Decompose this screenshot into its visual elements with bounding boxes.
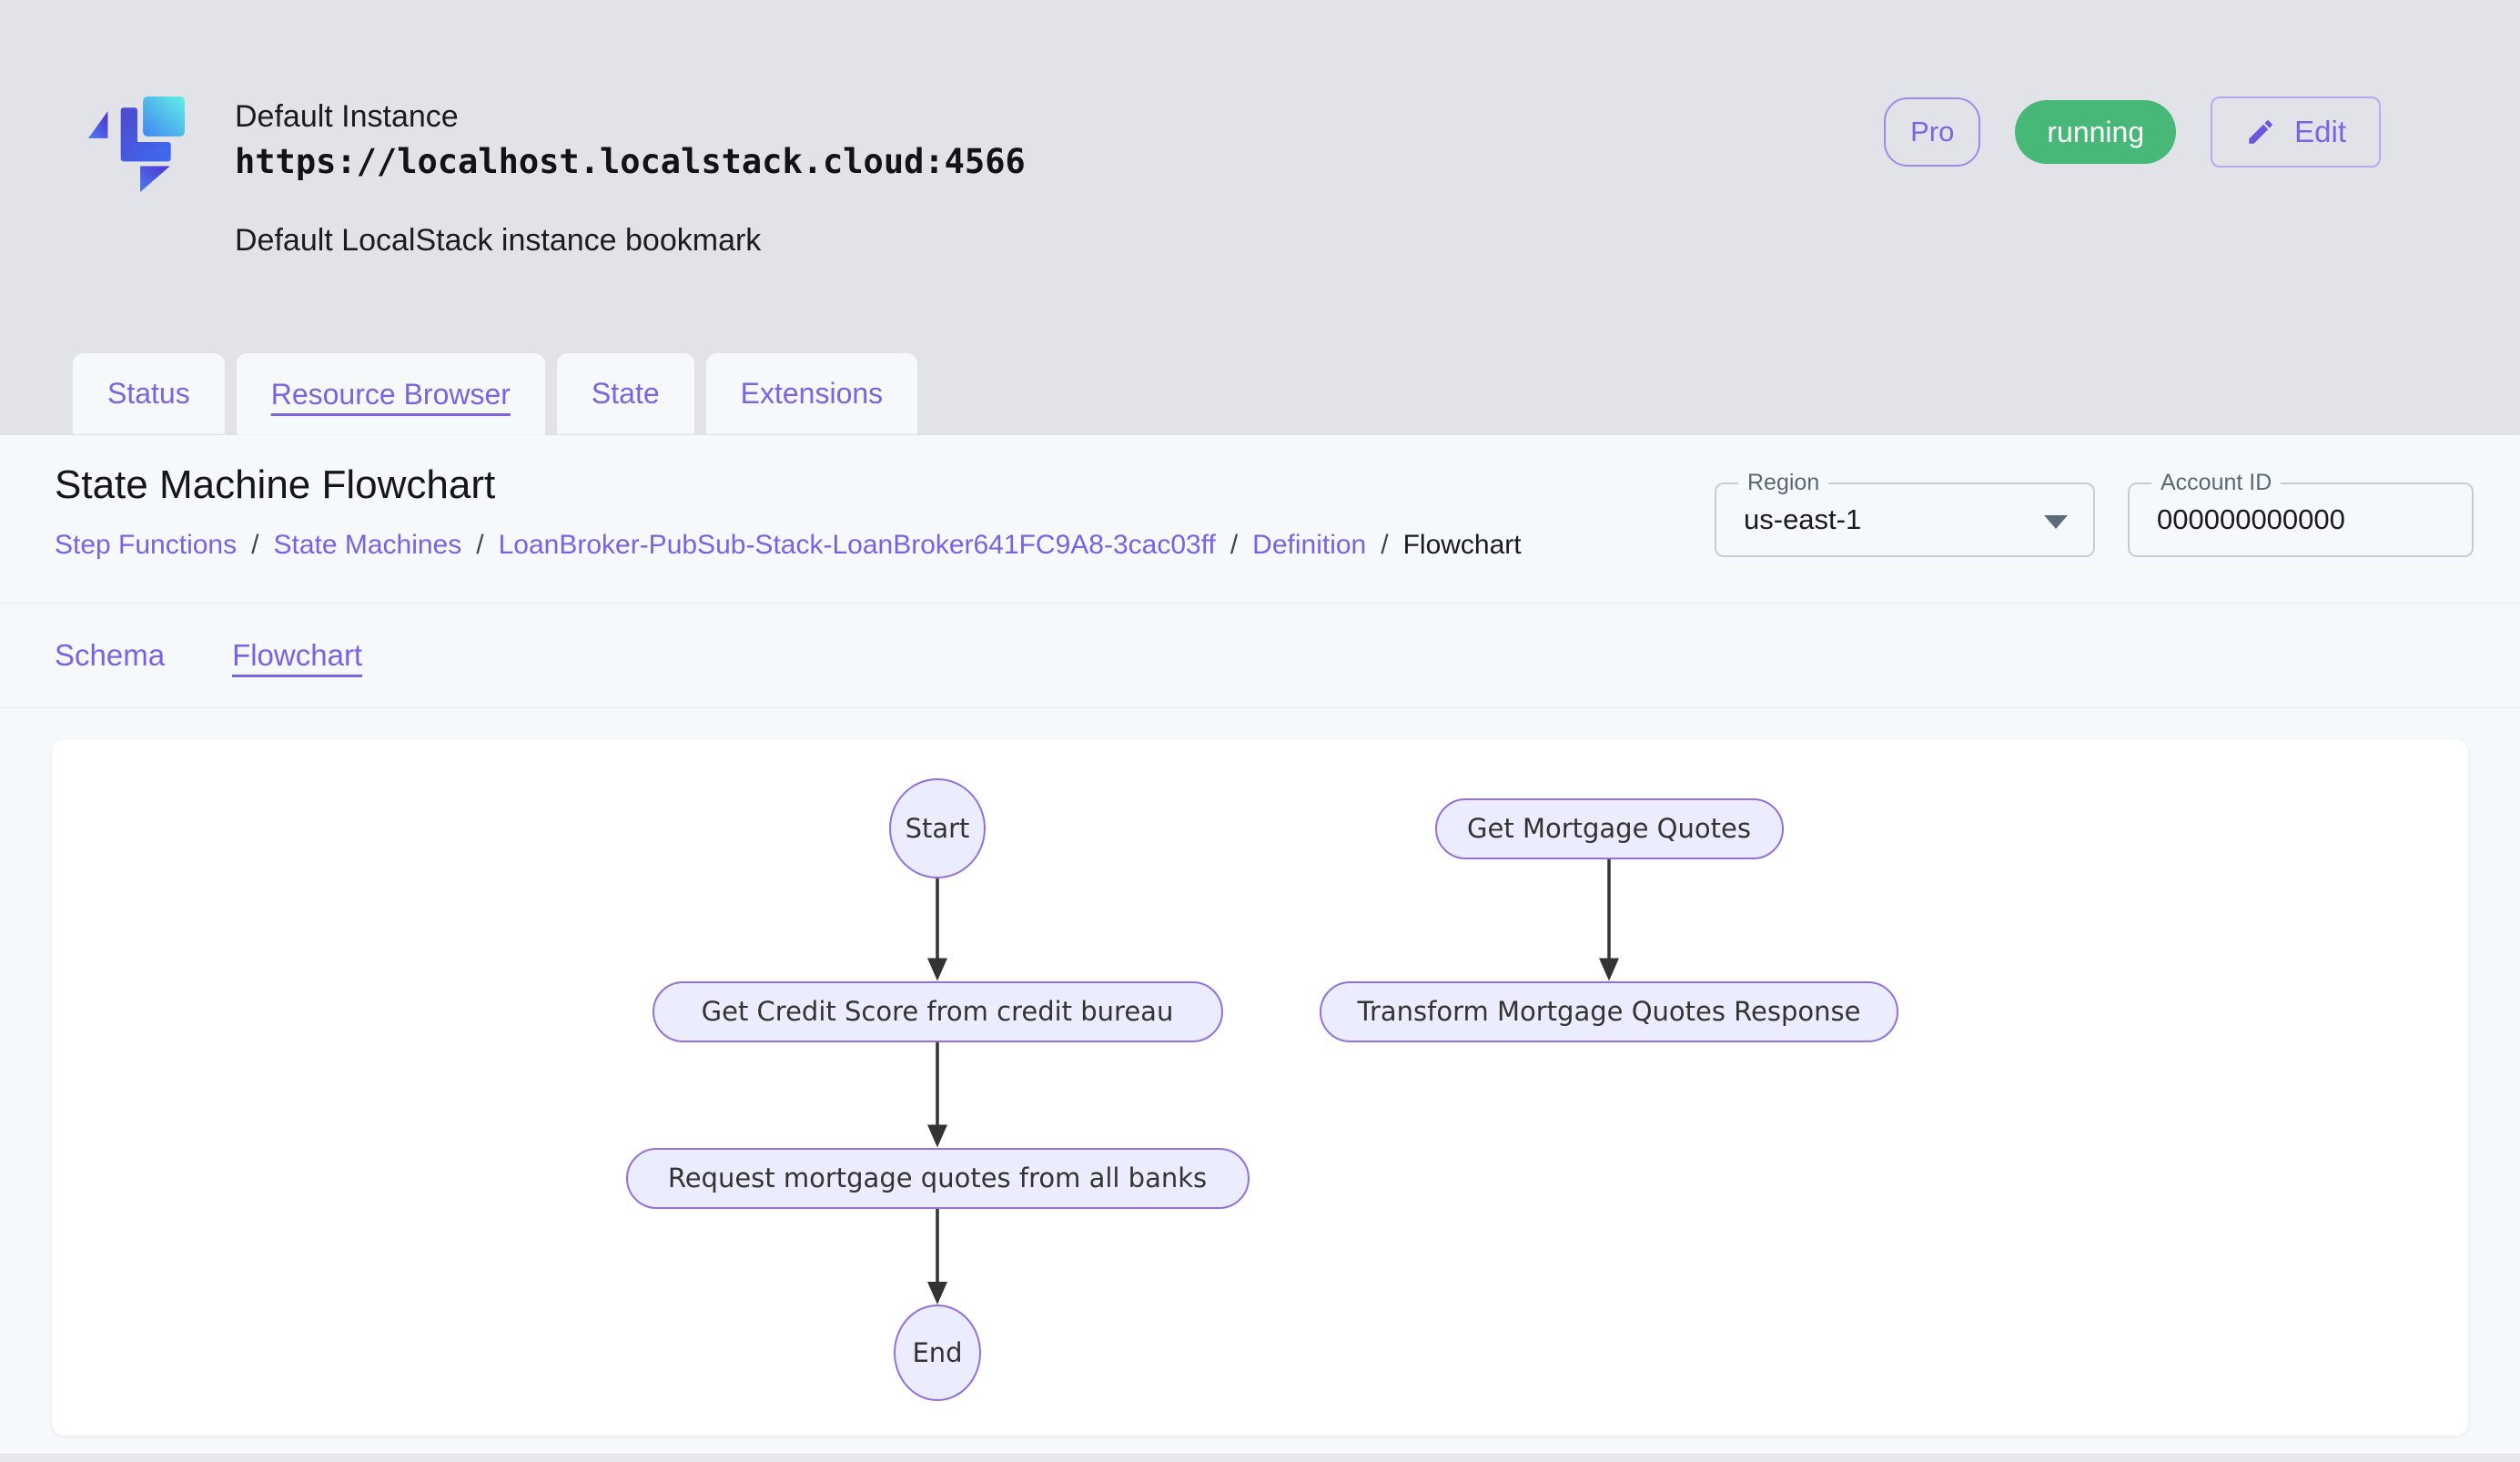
tabs: Status Resource Browser State Extensions — [73, 353, 918, 435]
edit-button-label: Edit — [2294, 115, 2346, 148]
breadcrumb-separator: / — [1230, 530, 1239, 560]
instance-url: https://localhost.localstack.cloud:4566 — [235, 142, 1026, 181]
tab-label: State — [591, 377, 660, 410]
tab-label: Status — [107, 377, 190, 410]
tab-extensions[interactable]: Extensions — [705, 353, 918, 435]
resource-browser-panel: State Machine Flowchart Step Functions/S… — [0, 435, 2520, 1462]
header-actions: Pro running Edit — [1884, 96, 2381, 168]
subtab-flowchart[interactable]: Flowchart — [232, 638, 363, 672]
breadcrumb-item-state-machines[interactable]: State Machines — [273, 530, 462, 560]
breadcrumb-item-flowchart: Flowchart — [1402, 530, 1522, 560]
status-badge: running — [2015, 100, 2177, 164]
breadcrumb-item-definition[interactable]: Definition — [1252, 530, 1367, 560]
flowchart-node-end: End — [894, 1305, 981, 1401]
flowchart-arrowhead-icon — [927, 1282, 947, 1305]
tab-resource-browser[interactable]: Resource Browser — [236, 353, 545, 435]
tab-state[interactable]: State — [556, 353, 694, 435]
localstack-logo — [88, 96, 185, 192]
flowchart-node-label: Start — [905, 813, 970, 844]
instance-name: Default Instance — [235, 99, 459, 134]
page-title: State Machine Flowchart — [55, 462, 496, 507]
account-id-field: Account ID — [2128, 469, 2474, 557]
instance-description: Default LocalStack instance bookmark — [235, 223, 762, 258]
breadcrumb-separator: / — [251, 530, 259, 560]
subtabs: Schema Flowchart — [0, 604, 2520, 708]
flowchart-node-request-quotes: Request mortgage quotes from all banks — [625, 1147, 1250, 1209]
pro-badge: Pro — [1884, 97, 1981, 167]
flowchart-node-label: Get Credit Score from credit bureau — [701, 996, 1174, 1027]
edit-button[interactable]: Edit — [2211, 96, 2381, 168]
instance-header: Default Instance https://localhost.local… — [235, 96, 1026, 260]
page-bottom-edge — [0, 1454, 2520, 1462]
tab-label: Resource Browser — [270, 377, 511, 411]
flowchart-node-label: Request mortgage quotes from all banks — [667, 1162, 1208, 1193]
flowchart-node-get-credit-score: Get Credit Score from credit bureau — [652, 980, 1223, 1042]
flowchart-arrowhead-icon — [927, 958, 947, 981]
region-label: Region — [1738, 469, 1829, 496]
region-select[interactable]: Region us-east-1 — [1715, 469, 2095, 557]
flowchart-node-transform-response: Transform Mortgage Quotes Response — [1320, 980, 1898, 1042]
account-id-label: Account ID — [2151, 469, 2282, 496]
breadcrumb-separator: / — [1381, 530, 1389, 560]
chevron-down-icon — [2044, 515, 2068, 529]
breadcrumb-separator: / — [476, 530, 484, 560]
flowchart-node-get-mortgage-quotes: Get Mortgage Quotes — [1434, 797, 1784, 859]
flowchart-node-label: Transform Mortgage Quotes Response — [1357, 996, 1861, 1027]
flowchart-edges — [927, 858, 1619, 1305]
panel-header: State Machine Flowchart Step Functions/S… — [0, 435, 2520, 604]
tab-label: Extensions — [740, 377, 884, 410]
region-value: us-east-1 — [1744, 503, 1862, 535]
flowchart-arrowhead-icon — [1599, 958, 1619, 981]
subtab-schema[interactable]: Schema — [55, 638, 166, 672]
breadcrumb-item-loanbroker-pubsub-stack-loanbroker641fc9[interactable]: LoanBroker-PubSub-Stack-LoanBroker641FC9… — [498, 530, 1216, 560]
breadcrumb: Step Functions / State Machines / LoanBroker… — [55, 526, 1522, 564]
flowchart-node-label: Get Mortgage Quotes — [1467, 813, 1751, 844]
pencil-icon — [2249, 120, 2272, 144]
flowchart-arrowhead-icon — [927, 1124, 947, 1148]
account-id-input[interactable] — [2130, 503, 2421, 536]
flowchart-node-label: End — [912, 1337, 963, 1368]
tab-status[interactable]: Status — [73, 353, 225, 435]
flowchart-node-start: Start — [889, 778, 986, 878]
breadcrumb-item-step-functions[interactable]: Step Functions — [55, 530, 238, 560]
